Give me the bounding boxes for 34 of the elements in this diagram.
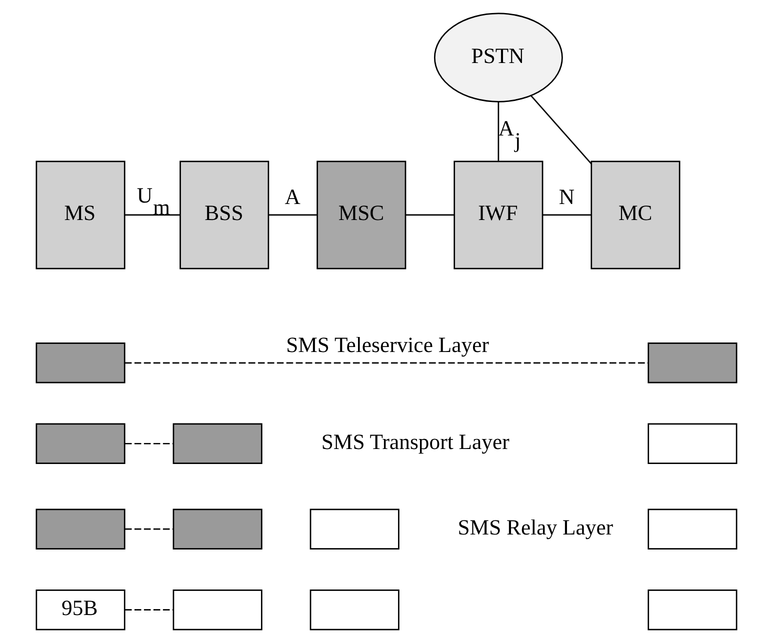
- node-box: [36, 508, 126, 550]
- node-box: IWF: [454, 160, 544, 270]
- node-box: [648, 589, 738, 630]
- node-box: [172, 423, 262, 464]
- node-box: BSS: [180, 160, 270, 270]
- connector: [124, 528, 174, 530]
- connector: [406, 214, 454, 216]
- node-box: [36, 342, 126, 384]
- connector: [124, 214, 180, 216]
- connector: [124, 609, 174, 611]
- label: SMS Relay Layer: [458, 515, 614, 540]
- connector: [498, 102, 500, 161]
- connector: [530, 95, 592, 164]
- node-box: [648, 508, 738, 550]
- node-box: [310, 508, 400, 550]
- node-ellipse: PSTN: [434, 12, 563, 102]
- node-box: [172, 589, 262, 630]
- node-box: MC: [590, 160, 680, 270]
- node-box: 95B: [36, 589, 126, 630]
- node-box: [648, 342, 738, 384]
- node-box: [172, 508, 262, 550]
- edge-label: SMS Teleservice Layer: [286, 332, 489, 357]
- node-box: [648, 423, 738, 464]
- node-box: [310, 589, 400, 630]
- label: SMS Transport Layer: [321, 430, 510, 454]
- connector: [124, 442, 174, 444]
- connector: [125, 362, 648, 364]
- edge-label: N: [558, 184, 574, 209]
- connector: [542, 214, 591, 216]
- node-box: MS: [36, 160, 126, 270]
- node-box: [36, 423, 126, 464]
- edge-label: A: [284, 184, 300, 209]
- node-box: MSC: [316, 160, 406, 270]
- connector: [268, 214, 317, 216]
